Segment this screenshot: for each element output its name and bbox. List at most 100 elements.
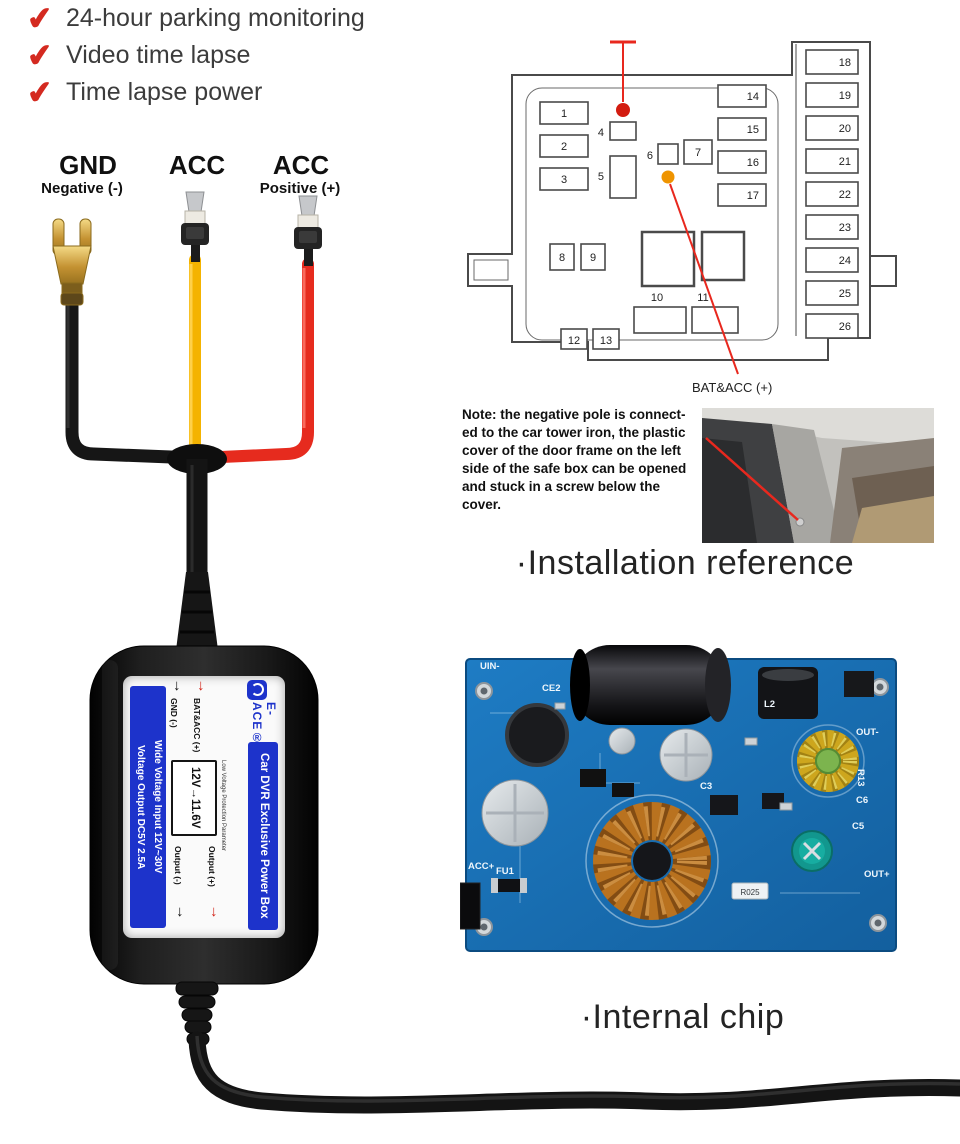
feature-list: ✔ 24-hour parking monitoring ✔ Video tim…: [14, 0, 365, 111]
label-input-gnd: GND (-): [169, 698, 179, 728]
installation-heading: ·Installation reference: [515, 544, 855, 582]
large-capacitor: [570, 645, 731, 725]
small-components: [554, 702, 793, 815]
down-arrow-icon: ↓: [173, 677, 181, 694]
fuse-number: 24: [839, 255, 851, 267]
fuse-number: 25: [839, 288, 851, 300]
connector-tab: [473, 259, 509, 281]
down-arrow-icon: ↓: [176, 903, 184, 920]
fusebox-diagram: 1 2 3 4 5 6 7 8 9 10 11 12 13 14 15 16 1…: [467, 40, 897, 395]
fuse-number: 7: [695, 147, 701, 159]
pcb-label: UIN-: [480, 661, 500, 672]
seat: [852, 496, 934, 543]
pcb-label: ACC+: [468, 861, 495, 872]
fuse-number: 22: [839, 189, 851, 201]
pcb-silkscreen-labels: UIN- CE2 L2 OUT- R13 C3 C6 C5 ACC+ FU1 O…: [468, 661, 890, 880]
fuse-number: 8: [559, 252, 565, 264]
teal-trimmer: [791, 830, 833, 872]
internal-pcb-photo: R025 UIN- CE2 L2 OUT- R13 C3 C6 C5 ACC+ …: [460, 645, 897, 952]
pcb-label: C3: [700, 781, 712, 792]
label-output-neg: Output (-): [173, 846, 183, 885]
fuse-number: 15: [747, 124, 759, 136]
install-note: Note: the negative pole is connect-ed to…: [462, 407, 687, 513]
fuse-number: 3: [561, 174, 567, 186]
fuse-number: 11: [697, 292, 708, 304]
fuse-number: 5: [598, 171, 604, 183]
pcb-label: C6: [856, 795, 868, 806]
fuse-number: 10: [651, 292, 663, 304]
fuse-number: 4: [598, 127, 604, 139]
feature-item: ✔ Time lapse power: [14, 73, 365, 111]
pcb-label: FU1: [496, 866, 515, 877]
fuse-number: 9: [590, 252, 596, 264]
pcb-label: L2: [764, 699, 775, 710]
fusebox-caption: BAT&ACC (+): [692, 380, 772, 395]
fuse-number: 18: [839, 57, 851, 69]
down-arrow-icon: ↓: [197, 677, 205, 694]
feature-item: ✔ 24-hour parking monitoring: [14, 0, 365, 37]
acc-wire-label: ACC: [168, 150, 226, 180]
ic-chip: [844, 671, 874, 697]
pcb-label: R13: [855, 769, 866, 786]
fuse-number: 2: [561, 141, 567, 153]
target-fuse-dot-orange: [661, 170, 675, 184]
shunt-resistor: R025: [731, 882, 769, 900]
pcb-label: CE2: [542, 683, 560, 694]
acc-pos-wire-sublabel: Positive (+): [259, 180, 341, 197]
fuse-number: 17: [747, 190, 759, 202]
down-arrow-icon: ↓: [210, 903, 218, 920]
gnd-wire-label: GND: [59, 150, 117, 180]
copper-toroid-inductor: [585, 794, 719, 928]
internal-chip-heading: ·Internal chip: [580, 998, 785, 1036]
label-spec-line1: Wide Voltage Input 12V~30V: [152, 740, 163, 874]
voltage-display-note: Low Voltage Protection Parameter: [220, 760, 226, 852]
logo-swirl: [250, 683, 264, 696]
door-opening-shadow: [702, 438, 757, 543]
voltage-display: 12V→11.6V: [171, 760, 217, 836]
pcb-label: OUT-: [856, 727, 879, 738]
brand-name: E-ACE®: [250, 702, 278, 746]
label-spec-bar: Wide Voltage Input 12V~30V Voltage Outpu…: [130, 686, 166, 928]
acc-pos-fuse-tap-terminal: [294, 195, 322, 266]
check-icon: ✔: [25, 73, 55, 111]
fuse-number: 20: [839, 123, 851, 135]
target-fuse-dot-red: [616, 103, 630, 117]
pcb-label: OUT+: [864, 869, 890, 880]
fuse-numbers: 1 2 3 4 5 6 7 8 9 10 11 12 13 14 15 16 1…: [559, 57, 851, 347]
output-cable: [188, 1031, 960, 1114]
resistor-value: R025: [740, 888, 760, 897]
fuse-number: 23: [839, 222, 851, 234]
yellow-toroid-inductor: [791, 724, 865, 798]
check-icon: ✔: [25, 36, 55, 74]
acc-yellow-wire: [189, 254, 201, 462]
label-title-bar: Car DVR Exclusive Power Box: [248, 742, 278, 930]
pcb-label: C5: [852, 821, 865, 832]
label-input-bat: BAT&ACC (+): [192, 698, 202, 753]
fuse-number: 19: [839, 90, 851, 102]
device-label-panel: Wide Voltage Input 12V~30V Voltage Outpu…: [123, 676, 285, 938]
door-frame-photo: [702, 408, 934, 543]
pointer-line: [705, 437, 799, 521]
gnd-wire-sublabel: Negative (-): [41, 180, 123, 197]
check-icon: ✔: [25, 0, 55, 37]
acc-fuse-tap-terminal: [181, 191, 209, 262]
feature-text: 24-hour parking monitoring: [66, 4, 365, 32]
fuse-number: 14: [747, 91, 759, 103]
electrolytic-capacitors: [481, 703, 713, 847]
fuse-number: 26: [839, 321, 851, 333]
acc-pos-wire-label: ACC: [272, 150, 330, 180]
input-connector: [460, 882, 481, 930]
fuse-number: 16: [747, 157, 759, 169]
fuse-component: [491, 878, 527, 893]
black-capacitor-right: [758, 667, 818, 719]
window-area: [702, 408, 934, 446]
brand-logo-icon: [247, 680, 267, 700]
fuse-number: 1: [561, 108, 567, 120]
fuse-number: 13: [600, 335, 612, 347]
feature-text: Time lapse power: [66, 78, 263, 106]
feature-text: Video time lapse: [66, 41, 251, 69]
gnd-wire: [65, 289, 203, 465]
feature-item: ✔ Video time lapse: [14, 36, 365, 74]
acc-red-wire: [194, 258, 314, 464]
